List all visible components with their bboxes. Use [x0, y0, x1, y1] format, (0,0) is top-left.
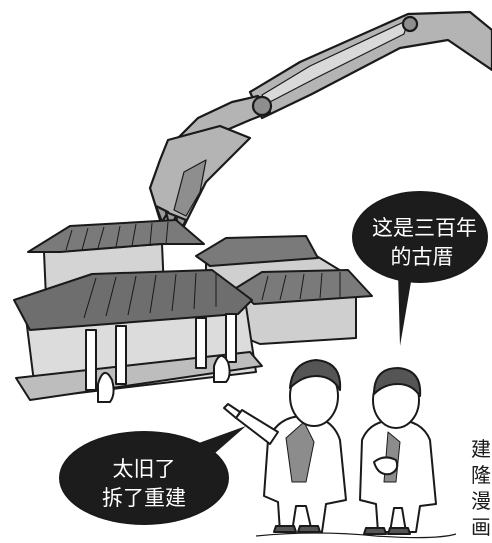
main-hall-roof	[13, 269, 253, 331]
official-shoes	[273, 525, 321, 533]
speech-bubble-right-text: 这是三百年 的古厝	[372, 214, 477, 272]
excavator-boom	[248, 10, 492, 120]
speech-bubble-left-text: 太旧了 拆了重建	[88, 455, 200, 513]
old-house	[13, 219, 373, 403]
upper-pavilion-roof	[27, 219, 205, 253]
official-arm	[235, 409, 279, 445]
excavator-pivot	[251, 95, 273, 117]
excavator-bucket-shade	[173, 159, 207, 217]
main-hall-roof-tiles	[83, 272, 217, 319]
companion-shoes	[363, 527, 411, 535]
companion-hair	[373, 367, 422, 397]
official-pointing	[223, 359, 347, 533]
official-jacket-shade	[285, 421, 315, 483]
main-hall-columns	[85, 313, 237, 391]
artist-credit: 建隆漫画	[471, 437, 491, 539]
speech-line: 拆了重建	[102, 486, 186, 510]
speech-line: 太旧了	[112, 457, 176, 481]
official-hair	[289, 359, 342, 391]
companion-body	[359, 419, 437, 533]
upper-pavilion-roof-tiles	[65, 221, 169, 251]
stone-lions	[97, 355, 231, 403]
ground-shadow	[255, 532, 457, 539]
right-annex-roof-tiles	[261, 272, 341, 301]
speech-bubble-left	[59, 426, 246, 525]
right-annex-roof-back	[195, 235, 319, 267]
companion-clapping	[359, 367, 437, 535]
speech-line: 的古厝	[390, 245, 454, 269]
companion-hands	[373, 456, 399, 476]
official-hand	[223, 403, 241, 419]
speech-bubble-right	[352, 191, 488, 346]
speech-line: 这是三百年	[372, 216, 477, 240]
excavator-pivot-small	[401, 15, 419, 33]
